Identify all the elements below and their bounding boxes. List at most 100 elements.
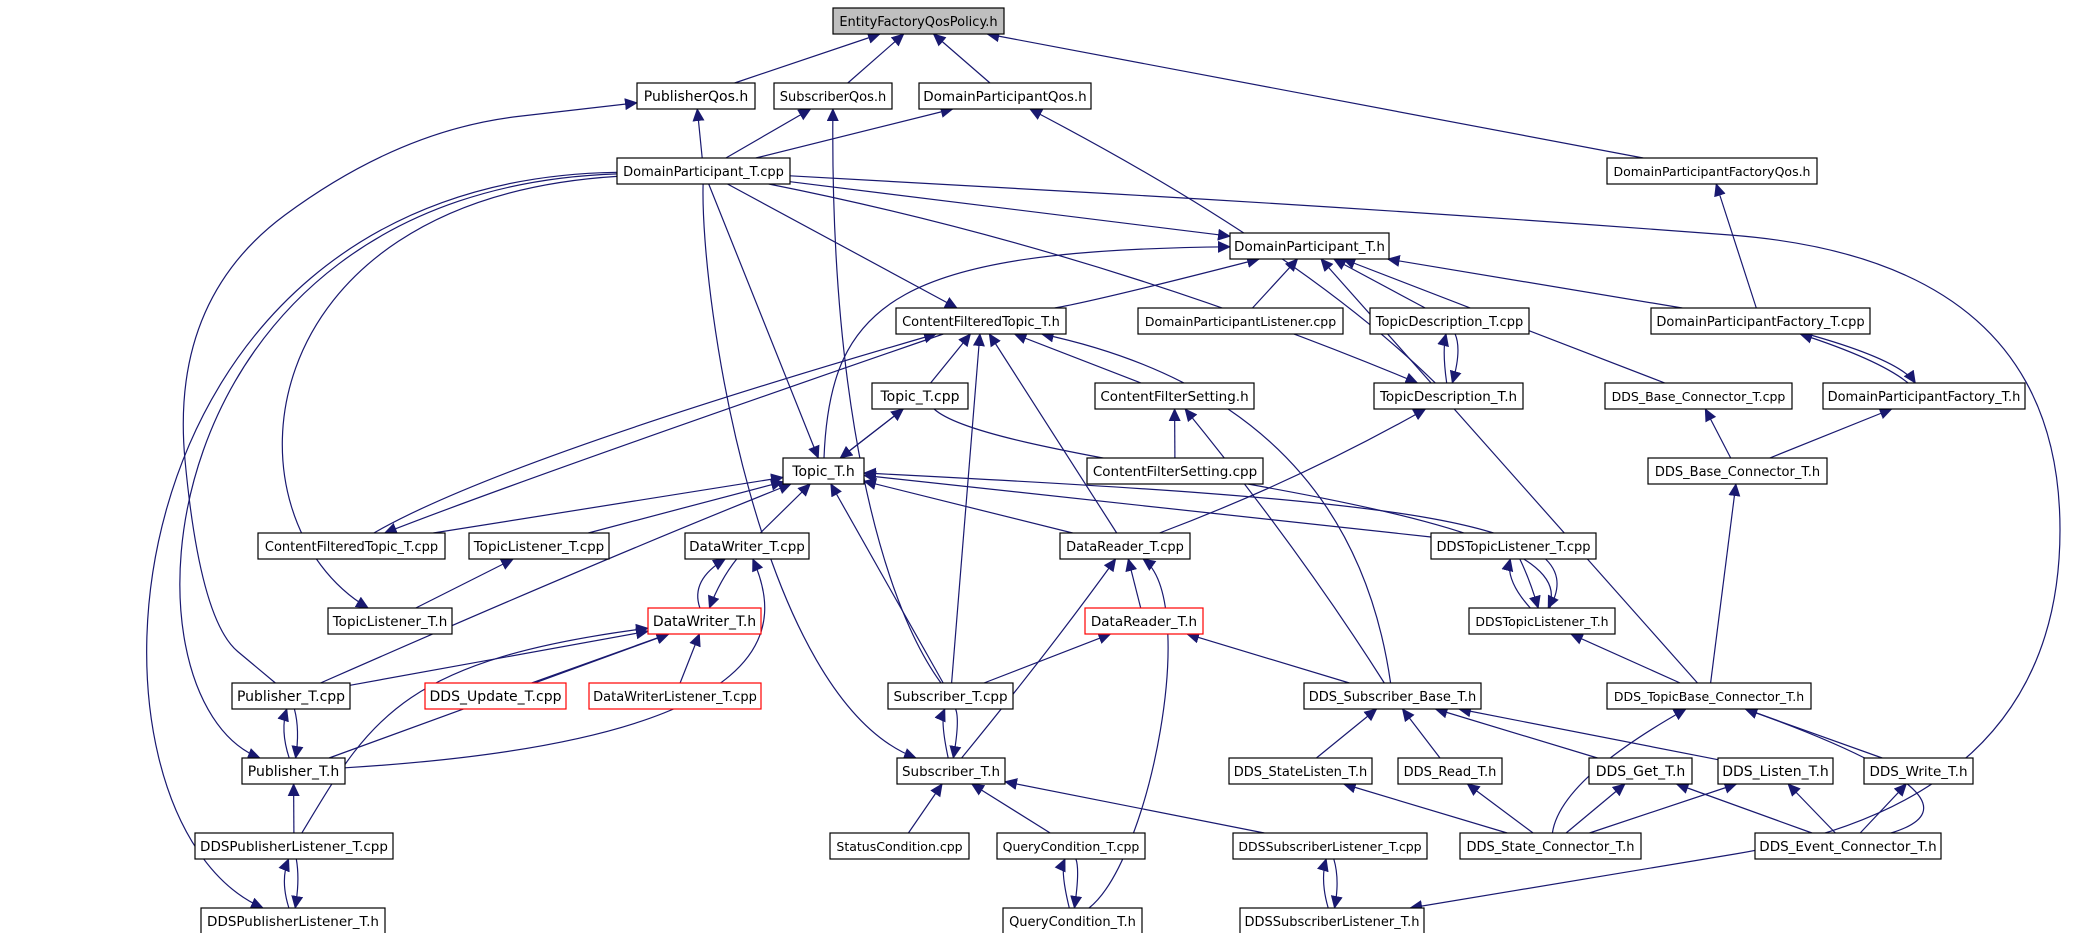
node-label: DDS_Base_Connector_T.cpp — [1612, 389, 1786, 404]
node-ddssubscriberlistener-t-cpp[interactable]: DDSSubscriberListener_T.cpp — [1232, 832, 1428, 860]
node-dds-subscriber-base-t-h[interactable]: DDS_Subscriber_Base_T.h — [1303, 682, 1482, 710]
node-label: DataWriter_T.h — [653, 614, 756, 630]
node-datareader-t-h[interactable]: DataReader_T.h — [1084, 607, 1204, 635]
node-box — [896, 757, 1006, 785]
node-box — [1397, 757, 1503, 785]
node-label: Publisher_T.cpp — [237, 689, 345, 705]
node-label: TopicDescription_T.h — [1379, 389, 1517, 405]
node-contentfilteredtopic-t-cpp[interactable]: ContentFilteredTopic_T.cpp — [257, 532, 446, 560]
node-box — [887, 682, 1014, 710]
node-statuscondition-cpp[interactable]: StatusCondition.cpp — [829, 832, 970, 860]
node-box — [1086, 457, 1264, 485]
node-subscriber-t-cpp[interactable]: Subscriber_T.cpp — [887, 682, 1014, 710]
node-domainparticipantfactory-t-cpp[interactable]: DomainParticipantFactory_T.cpp — [1650, 307, 1871, 335]
node-dds-base-connector-t-cpp[interactable]: DDS_Base_Connector_T.cpp — [1604, 382, 1793, 410]
node-box — [200, 907, 386, 933]
node-contentfilteredtopic-t-h[interactable]: ContentFilteredTopic_T.h — [895, 307, 1067, 335]
node-subscriberqos-h[interactable]: SubscriberQos.h — [773, 82, 893, 110]
node-box — [241, 757, 346, 785]
edge-n19-to-n15 — [1704, 408, 1732, 459]
edge-n32-to-n36 — [949, 708, 962, 759]
node-contentfiltersetting-h[interactable]: ContentFilterSetting.h — [1094, 382, 1255, 410]
edge-n29-to-n17 — [320, 482, 792, 684]
node-dds-get-t-h[interactable]: DDS_Get_T.h — [1588, 757, 1693, 785]
edge-n05-to-n36 — [702, 183, 917, 760]
node-dds-statelisten-t-h[interactable]: DDS_StateListen_T.h — [1228, 757, 1373, 785]
node-datawriterlistener-t-cpp[interactable]: DataWriterListener_T.cpp — [588, 682, 762, 710]
node-ddspublisherlistener-t-cpp[interactable]: DDSPublisherListener_T.cpp — [194, 832, 394, 860]
edge-n02-to-n01 — [734, 32, 881, 84]
node-ddstopiclistener-t-cpp[interactable]: DDSTopicListener_T.cpp — [1430, 532, 1597, 560]
node-dds-read-t-h[interactable]: DDS_Read_T.h — [1397, 757, 1503, 785]
node-domainparticipant-t-cpp[interactable]: DomainParticipant_T.cpp — [616, 157, 791, 185]
node-datawriter-t-h[interactable]: DataWriter_T.h — [647, 607, 762, 635]
node-entityfactoryqospolicy-h[interactable]: EntityFactoryQosPolicy.h — [832, 7, 1005, 35]
node-publisher-t-h[interactable]: Publisher_T.h — [241, 757, 346, 785]
node-topic-t-cpp[interactable]: Topic_T.cpp — [871, 382, 969, 410]
node-ddssubscriberlistener-t-h[interactable]: DDSSubscriberListener_T.h — [1239, 907, 1425, 933]
node-ddstopiclistener-t-h[interactable]: DDSTopicListener_T.h — [1468, 607, 1616, 635]
node-label: ContentFilteredTopic_T.cpp — [265, 540, 438, 555]
edge-n12-to-n28 — [933, 408, 1559, 609]
node-box — [1002, 907, 1143, 933]
edge-n17-to-n07 — [823, 240, 1231, 459]
edge-n22-to-n26 — [708, 558, 738, 609]
node-dds-event-connector-t-h[interactable]: DDS_Event_Connector_T.h — [1754, 832, 1942, 860]
node-domainparticipantfactoryqos-h[interactable]: DomainParticipantFactoryQos.h — [1606, 157, 1818, 185]
node-label: DataReader_T.h — [1091, 614, 1197, 630]
edge-n20-to-n17 — [433, 473, 784, 534]
node-topiclistener-t-cpp[interactable]: TopicListener_T.cpp — [468, 532, 610, 560]
edge-n23-to-n08 — [988, 333, 1118, 534]
edge-n24-to-n28 — [1519, 558, 1541, 609]
node-publisher-t-cpp[interactable]: Publisher_T.cpp — [231, 682, 351, 710]
node-domainparticipant-t-h[interactable]: DomainParticipant_T.h — [1229, 232, 1390, 260]
node-topicdescription-t-cpp[interactable]: TopicDescription_T.cpp — [1369, 307, 1530, 335]
edge-n32-to-n17 — [830, 483, 944, 684]
node-dds-topicbase-connector-t-h[interactable]: DDS_TopicBase_Connector_T.h — [1606, 682, 1812, 710]
node-ddspublisherlistener-t-h[interactable]: DDSPublisherListener_T.h — [200, 907, 386, 933]
node-label: DomainParticipantFactoryQos.h — [1614, 164, 1811, 179]
node-topiclistener-t-h[interactable]: TopicListener_T.h — [327, 607, 453, 635]
node-domainparticipantlistener-cpp[interactable]: DomainParticipantListener.cpp — [1137, 307, 1344, 335]
node-publisherqos-h[interactable]: PublisherQos.h — [636, 82, 756, 110]
edge-n05-to-n02 — [692, 108, 705, 159]
node-datareader-t-cpp[interactable]: DataReader_T.cpp — [1059, 532, 1191, 560]
edge-n50-to-n45 — [1317, 858, 1329, 909]
node-domainparticipantfactory-t-h[interactable]: DomainParticipantFactory_T.h — [1822, 382, 2026, 410]
node-domainparticipantqos-h[interactable]: DomainParticipantQos.h — [918, 82, 1092, 110]
edge-n33-to-n27 — [1186, 631, 1350, 684]
node-dds-state-connector-t-h[interactable]: DDS_State_Connector_T.h — [1459, 832, 1642, 860]
node-contentfiltersetting-cpp[interactable]: ContentFilterSetting.cpp — [1086, 457, 1264, 485]
node-dds-update-t-cpp[interactable]: DDS_Update_T.cpp — [424, 682, 567, 710]
node-dds-base-connector-t-h[interactable]: DDS_Base_Connector_T.h — [1647, 457, 1828, 485]
node-querycondition-t-h[interactable]: QueryCondition_T.h — [1002, 907, 1143, 933]
node-box — [1084, 607, 1204, 635]
node-box — [782, 457, 865, 485]
node-label: DDS_Read_T.h — [1404, 765, 1497, 780]
node-box — [468, 532, 610, 560]
node-label: DomainParticipantFactory_T.cpp — [1656, 315, 1864, 330]
node-datawriter-t-cpp[interactable]: DataWriter_T.cpp — [684, 532, 810, 560]
node-box — [1059, 532, 1191, 560]
node-subscriber-t-h[interactable]: Subscriber_T.h — [896, 757, 1006, 785]
node-querycondition-t-cpp[interactable]: QueryCondition_T.cpp — [996, 832, 1146, 860]
node-box — [636, 82, 756, 110]
edge-n46-to-n40 — [1589, 782, 1738, 834]
node-box — [588, 682, 762, 710]
edge-n42-to-n48 — [291, 858, 304, 909]
edge-n05-to-n07 — [789, 181, 1231, 241]
node-label: TopicDescription_T.cpp — [1375, 315, 1523, 330]
node-label: DDSTopicListener_T.cpp — [1437, 540, 1591, 555]
node-topicdescription-t-h[interactable]: TopicDescription_T.h — [1373, 382, 1524, 410]
edge-n11-to-n06 — [1714, 183, 1757, 309]
node-box — [1373, 382, 1524, 410]
node-box — [773, 82, 893, 110]
node-dds-listen-t-h[interactable]: DDS_Listen_T.h — [1717, 757, 1834, 785]
edge-n09-to-n07 — [1252, 258, 1299, 309]
node-box — [1647, 457, 1828, 485]
node-dds-write-t-h[interactable]: DDS_Write_T.h — [1863, 757, 1974, 785]
node-topic-t-h[interactable]: Topic_T.h — [782, 457, 865, 485]
edge-n08-to-n07 — [1054, 256, 1261, 309]
edge-n06-to-n01 — [986, 30, 1644, 159]
